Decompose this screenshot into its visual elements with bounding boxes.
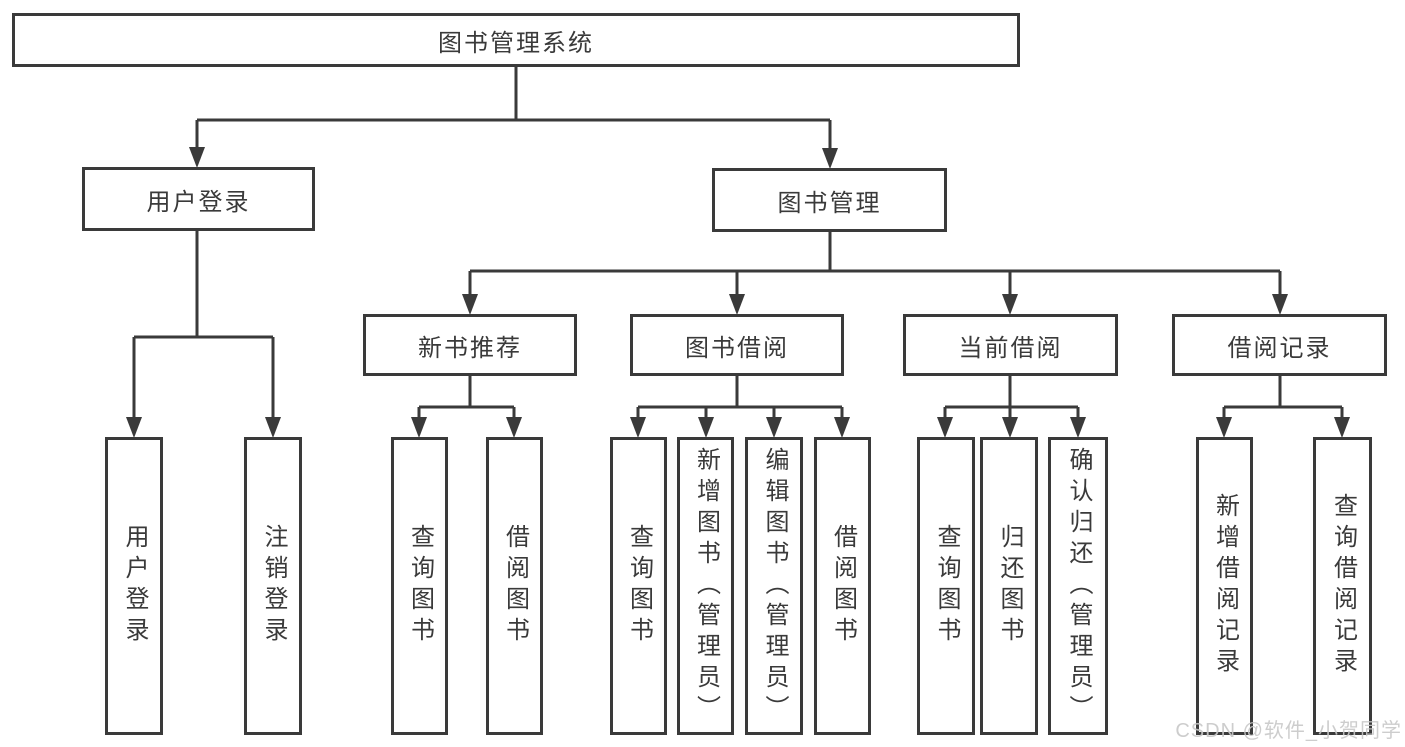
- leaf-borrow-query-books: 查询图书: [610, 437, 667, 735]
- leaf-confirm-return-admin-label: 确认归还（管理员）: [1065, 446, 1092, 726]
- node-current-borrow: 当前借阅: [903, 314, 1118, 376]
- node-borrow-records: 借阅记录: [1172, 314, 1387, 376]
- leaf-add-books-admin: 新增图书（管理员）: [677, 437, 734, 735]
- leaf-edit-books-admin-label: 编辑图书（管理员）: [761, 446, 788, 726]
- csdn-watermark: CSDN @软件_小贺同学: [1175, 720, 1402, 742]
- leaf-current-query-books: 查询图书: [917, 437, 975, 735]
- leaf-query-borrow-record: 查询借阅记录: [1313, 437, 1372, 735]
- node-book-management: 图书管理: [712, 168, 947, 232]
- node-user-login: 用户登录: [82, 167, 315, 231]
- leaf-borrow-books: 借阅图书: [814, 437, 871, 735]
- leaf-newbook-borrow-books: 借阅图书: [486, 437, 543, 735]
- leaf-confirm-return-admin: 确认归还（管理员）: [1048, 437, 1108, 735]
- leaf-logout-label: 注销登录: [260, 524, 287, 648]
- leaf-return-books: 归还图书: [980, 437, 1038, 735]
- node-book-borrow: 图书借阅: [630, 314, 844, 376]
- leaf-add-borrow-record: 新增借阅记录: [1196, 437, 1253, 735]
- leaf-user-login-label: 用户登录: [121, 524, 148, 648]
- leaf-edit-books-admin: 编辑图书（管理员）: [745, 437, 803, 735]
- node-library-system: 图书管理系统: [12, 13, 1020, 67]
- leaf-add-books-admin-label: 新增图书（管理员）: [692, 446, 720, 726]
- leaf-borrow-query-books-label: 查询图书: [625, 524, 653, 648]
- leaf-newbook-query-books-label: 查询图书: [406, 524, 434, 648]
- leaf-return-books-label: 归还图书: [996, 524, 1023, 648]
- leaf-add-borrow-record-label: 新增借阅记录: [1211, 493, 1239, 679]
- leaf-query-borrow-record-label: 查询借阅记录: [1329, 493, 1357, 679]
- leaf-borrow-books-label: 借阅图书: [829, 524, 857, 648]
- leaf-current-query-books-label: 查询图书: [933, 524, 960, 648]
- leaf-newbook-query-books: 查询图书: [391, 437, 448, 735]
- leaf-newbook-borrow-books-label: 借阅图书: [501, 524, 529, 648]
- leaf-user-login: 用户登录: [105, 437, 163, 735]
- node-new-book-recommend: 新书推荐: [363, 314, 577, 376]
- leaf-logout: 注销登录: [244, 437, 302, 735]
